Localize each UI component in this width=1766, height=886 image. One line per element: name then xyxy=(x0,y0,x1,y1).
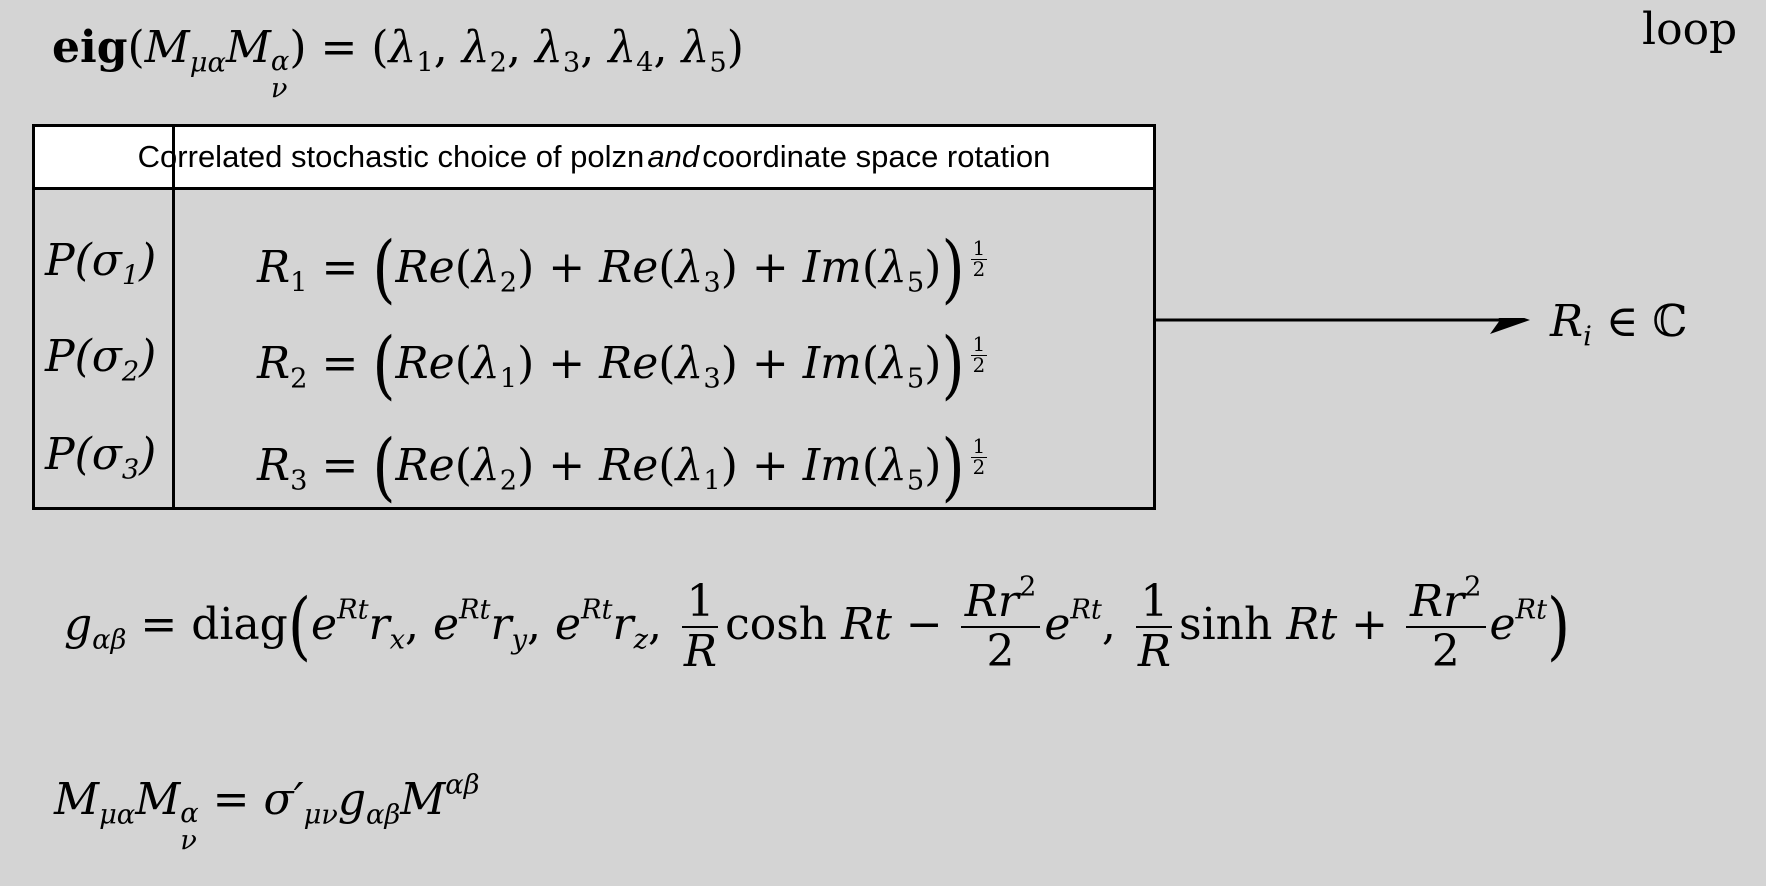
probability-cell: P(σ1) xyxy=(45,235,157,292)
eig-operator: eig xyxy=(52,22,128,73)
table-header: Correlated stochastic choice of polzn an… xyxy=(35,127,1153,190)
right-arrow-icon xyxy=(1156,318,1530,334)
probability-cell: P(σ3) xyxy=(45,429,157,486)
complex-membership: Ri ∈ ℂ xyxy=(1550,296,1688,353)
rotation-table: Correlated stochastic choice of polzn an… xyxy=(32,124,1156,511)
corner-label: loop xyxy=(1642,4,1738,55)
table-divider xyxy=(172,127,175,507)
probability-cell: P(σ2) xyxy=(45,331,157,388)
